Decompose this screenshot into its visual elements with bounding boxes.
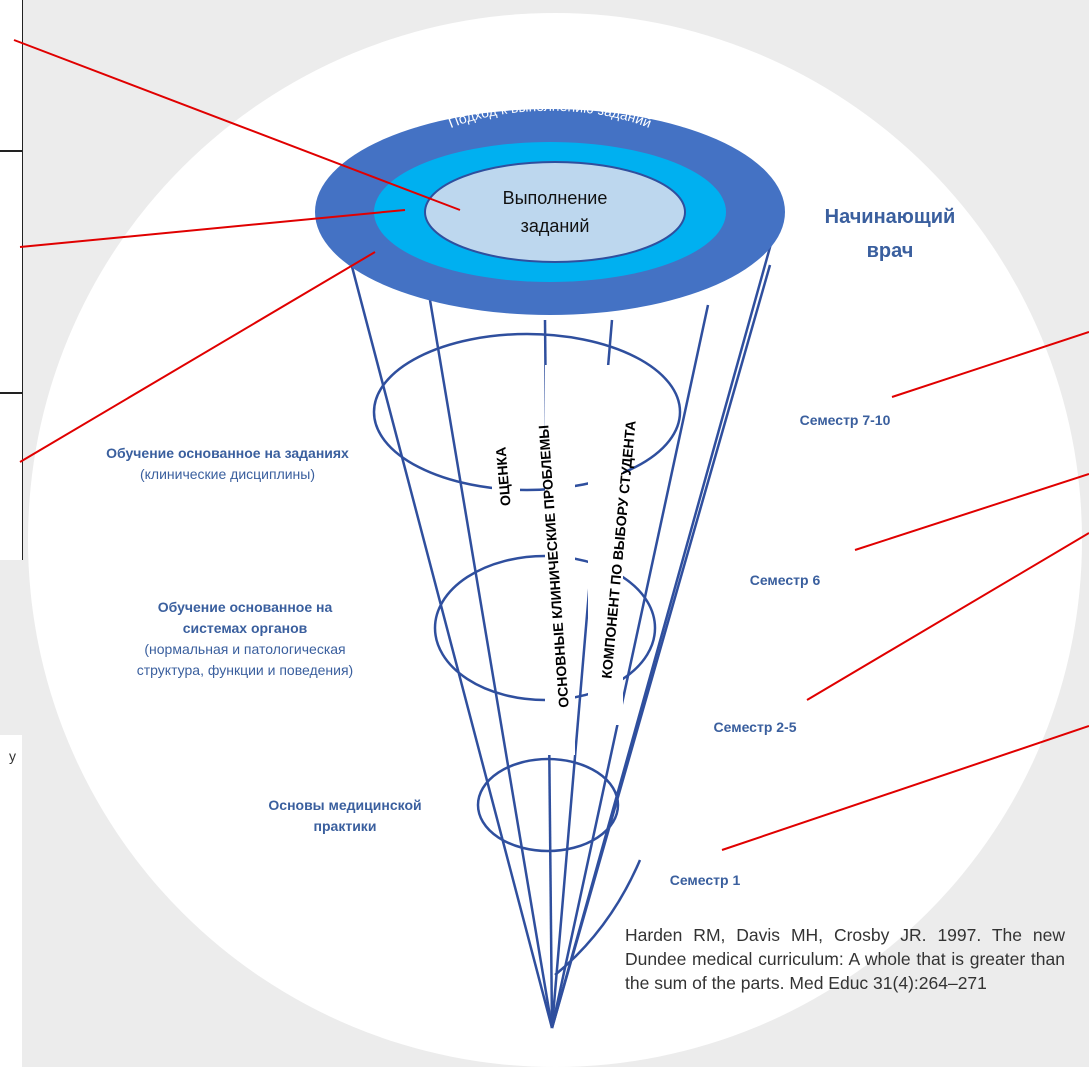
pointer-line bbox=[19, 251, 376, 463]
novice-doctor-line2: врач bbox=[866, 240, 914, 262]
novice-doctor-label: Начинающий врач bbox=[790, 200, 990, 268]
level-task-based: Обучение основанное на заданиях (клиниче… bbox=[55, 443, 400, 485]
vertical-label-assessment: ОЦЕНКА bbox=[492, 446, 513, 506]
inner-ring-label-line1: Выполнение bbox=[503, 188, 608, 208]
cone-rib bbox=[550, 304, 710, 1029]
left-panel-lower bbox=[0, 735, 22, 1067]
label-mask bbox=[492, 430, 520, 525]
semester-2-5: Семестр 2-5 bbox=[713, 719, 797, 735]
semester-7-10: Семестр 7-10 bbox=[799, 412, 891, 428]
citation: Harden RM, Davis MH, Crosby JR. 1997. Th… bbox=[625, 925, 1065, 993]
spiral-level-ring bbox=[476, 757, 620, 853]
divider bbox=[0, 150, 22, 152]
stray-text: y bbox=[9, 748, 16, 764]
semester-6: Семестр 6 bbox=[749, 572, 821, 588]
cone-rib bbox=[550, 264, 772, 1029]
level-systems-title-1: Обучение основанное на bbox=[157, 599, 333, 615]
pointer-line bbox=[854, 473, 1089, 551]
pointer-lines bbox=[13, 39, 1089, 851]
level-systems-based: Обучение основанное на системах органов … bbox=[90, 597, 400, 681]
inner-ring-task-performance bbox=[424, 161, 686, 263]
label-mask bbox=[545, 365, 575, 755]
spiral-level-ring bbox=[372, 332, 682, 492]
cone-rib bbox=[428, 299, 554, 1029]
spiral-tail bbox=[554, 859, 642, 976]
inner-ring-label-line2: заданий bbox=[521, 216, 590, 236]
left-panel bbox=[0, 0, 23, 560]
pointer-line bbox=[891, 331, 1089, 398]
semester-1: Семестр 1 bbox=[669, 872, 741, 888]
divider bbox=[0, 392, 22, 394]
level-foundations-title-2: практики bbox=[313, 818, 377, 834]
level-task-based-title: Обучение основанное на заданиях bbox=[106, 445, 349, 461]
pointer-line bbox=[19, 209, 406, 248]
level-systems-title-2: системах органов bbox=[182, 620, 308, 636]
pointer-line bbox=[13, 39, 461, 211]
novice-doctor-line1: Начинающий bbox=[824, 206, 956, 228]
level-systems-subtitle-2: структура, функции и поведения) bbox=[136, 662, 354, 678]
label-mask bbox=[588, 365, 623, 725]
pointer-line bbox=[806, 532, 1089, 701]
level-systems-subtitle-1: (нормальная и патологическая bbox=[144, 641, 346, 657]
level-task-based-subtitle: (клинические дисциплины) bbox=[139, 466, 316, 482]
cone-edge bbox=[343, 239, 554, 1029]
pointer-line bbox=[721, 725, 1089, 851]
level-foundations-title-1: Основы медицинской bbox=[268, 797, 422, 813]
level-foundations: Основы медицинской практики bbox=[220, 795, 470, 837]
